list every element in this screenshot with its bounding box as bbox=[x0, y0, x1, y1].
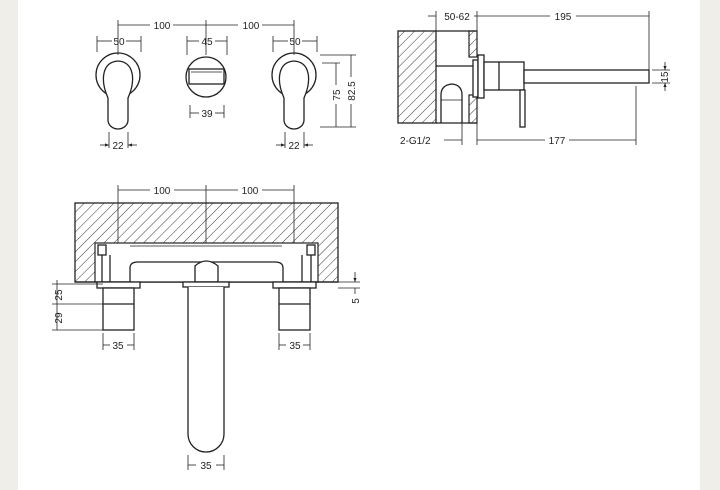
spout-reach: 177 bbox=[549, 136, 566, 147]
wall-depth: 50-62 bbox=[444, 12, 470, 23]
handle-height-82-5: 82.5 bbox=[347, 81, 358, 101]
right-handle-width: 50 bbox=[289, 37, 301, 48]
handle-height-75: 75 bbox=[332, 89, 343, 101]
plan-spacing-left: 100 bbox=[154, 21, 171, 32]
spout-diameter: 35 bbox=[200, 461, 212, 472]
dim-25: 25 bbox=[54, 289, 65, 301]
plan-view: 100 100 50 22 45 39 bbox=[95, 19, 358, 152]
front-spacing-left: 100 bbox=[154, 186, 171, 197]
spout-projection: 195 bbox=[555, 12, 572, 23]
right-handle-diameter: 35 bbox=[289, 341, 301, 352]
front-spacing-right: 100 bbox=[242, 186, 259, 197]
left-lever-width: 22 bbox=[112, 141, 124, 152]
left-handle-width: 50 bbox=[113, 37, 125, 48]
left-handle-plan: 50 22 bbox=[95, 36, 142, 152]
spout-height: 15 bbox=[660, 71, 671, 83]
front-view: 100 100 25 29 5 35 35 bbox=[52, 185, 362, 472]
left-handle-diameter: 35 bbox=[112, 341, 124, 352]
dim-5: 5 bbox=[351, 298, 362, 304]
diverter-width: 45 bbox=[201, 37, 213, 48]
inlet-thread: 2-G1/2 bbox=[400, 136, 431, 147]
diverter-inner-width: 39 bbox=[201, 109, 213, 120]
diverter-plan: 45 39 bbox=[185, 36, 228, 120]
side-view: 50-62 195 15 2-G1/2 177 bbox=[397, 11, 671, 147]
right-handle-plan: 50 22 75 82.5 bbox=[271, 36, 358, 152]
dim-29: 29 bbox=[54, 312, 65, 324]
plan-spacing-right: 100 bbox=[243, 21, 260, 32]
right-lever-width: 22 bbox=[288, 141, 300, 152]
